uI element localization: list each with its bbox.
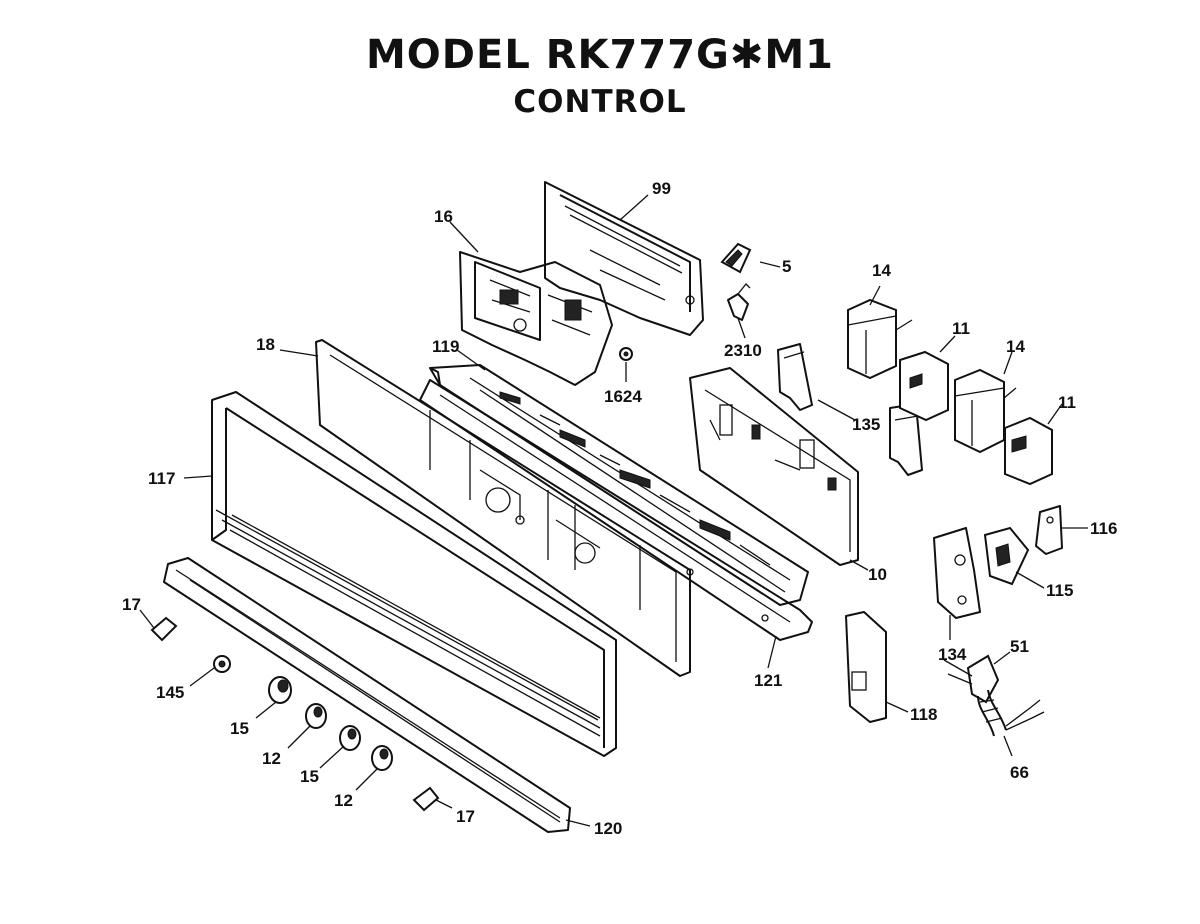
callout-51: 51 bbox=[1010, 637, 1029, 656]
part-18-panel bbox=[315, 339, 691, 677]
diagram-title: MODEL RK777G✱M1 bbox=[365, 32, 835, 78]
callout-99: 99 bbox=[652, 179, 671, 198]
part-115-switch bbox=[983, 526, 1030, 586]
part-117-console-frame bbox=[211, 391, 617, 757]
callout-14-a: 14 bbox=[872, 261, 891, 280]
knob-12-b bbox=[371, 745, 393, 771]
callout-116: 116 bbox=[1090, 519, 1117, 538]
part-134-bracket bbox=[933, 527, 981, 619]
callout-121: 121 bbox=[754, 671, 782, 690]
callout-17-a: 17 bbox=[122, 595, 141, 614]
callout-66: 66 bbox=[1010, 763, 1029, 782]
callout-118: 118 bbox=[910, 705, 937, 724]
part-118-bracket bbox=[845, 611, 887, 723]
callout-18: 18 bbox=[256, 335, 275, 354]
part-16-clock-assembly bbox=[459, 251, 613, 386]
part-116-bracket bbox=[1035, 505, 1063, 555]
callout-115: 115 bbox=[1046, 581, 1073, 600]
callout-17-b: 17 bbox=[456, 807, 475, 826]
part-5-clip bbox=[720, 242, 752, 274]
part-11-relays bbox=[899, 350, 1053, 486]
diagram-subtitle: CONTROL bbox=[513, 84, 687, 120]
part-99-bracket bbox=[544, 181, 704, 336]
part-2310-spring bbox=[727, 283, 751, 321]
leader-lines bbox=[139, 194, 1088, 827]
callout-11-a: 11 bbox=[952, 319, 970, 338]
part-15-12-knobs bbox=[268, 676, 393, 771]
callout-5: 5 bbox=[782, 257, 791, 276]
knob-15-b bbox=[339, 725, 361, 751]
part-120-trim bbox=[163, 557, 571, 833]
part-145-grommet bbox=[213, 655, 231, 673]
part-119-switch-board bbox=[429, 364, 809, 606]
callout-15-a: 15 bbox=[230, 719, 249, 738]
callout-117: 117 bbox=[148, 469, 175, 488]
callout-135: 135 bbox=[852, 415, 880, 434]
callout-labels: 99 16 5 14 11 14 11 2310 119 1624 18 135… bbox=[122, 179, 1117, 838]
part-1624-screw bbox=[619, 347, 633, 361]
part-121-rail bbox=[419, 379, 813, 641]
callout-12-b: 12 bbox=[334, 791, 353, 810]
knob-12-a bbox=[305, 703, 327, 729]
callout-15-b: 15 bbox=[300, 767, 319, 786]
callout-14-b: 14 bbox=[1006, 337, 1025, 356]
part-51-66-harness bbox=[943, 654, 1045, 737]
knob-15-a bbox=[268, 676, 292, 704]
callout-134: 134 bbox=[938, 645, 967, 664]
callout-2310: 2310 bbox=[724, 341, 762, 360]
callout-120: 120 bbox=[594, 819, 622, 838]
callout-145: 145 bbox=[156, 683, 184, 702]
callout-16: 16 bbox=[434, 207, 453, 226]
callout-1624: 1624 bbox=[604, 387, 642, 406]
callout-12-a: 12 bbox=[262, 749, 281, 768]
part-14-relays bbox=[847, 298, 1017, 454]
part-17-lamps bbox=[150, 616, 440, 812]
callout-10: 10 bbox=[868, 565, 887, 584]
part-10-circuit-board bbox=[689, 367, 859, 566]
callout-119: 119 bbox=[432, 337, 459, 356]
callout-11-b: 11 bbox=[1058, 393, 1076, 412]
